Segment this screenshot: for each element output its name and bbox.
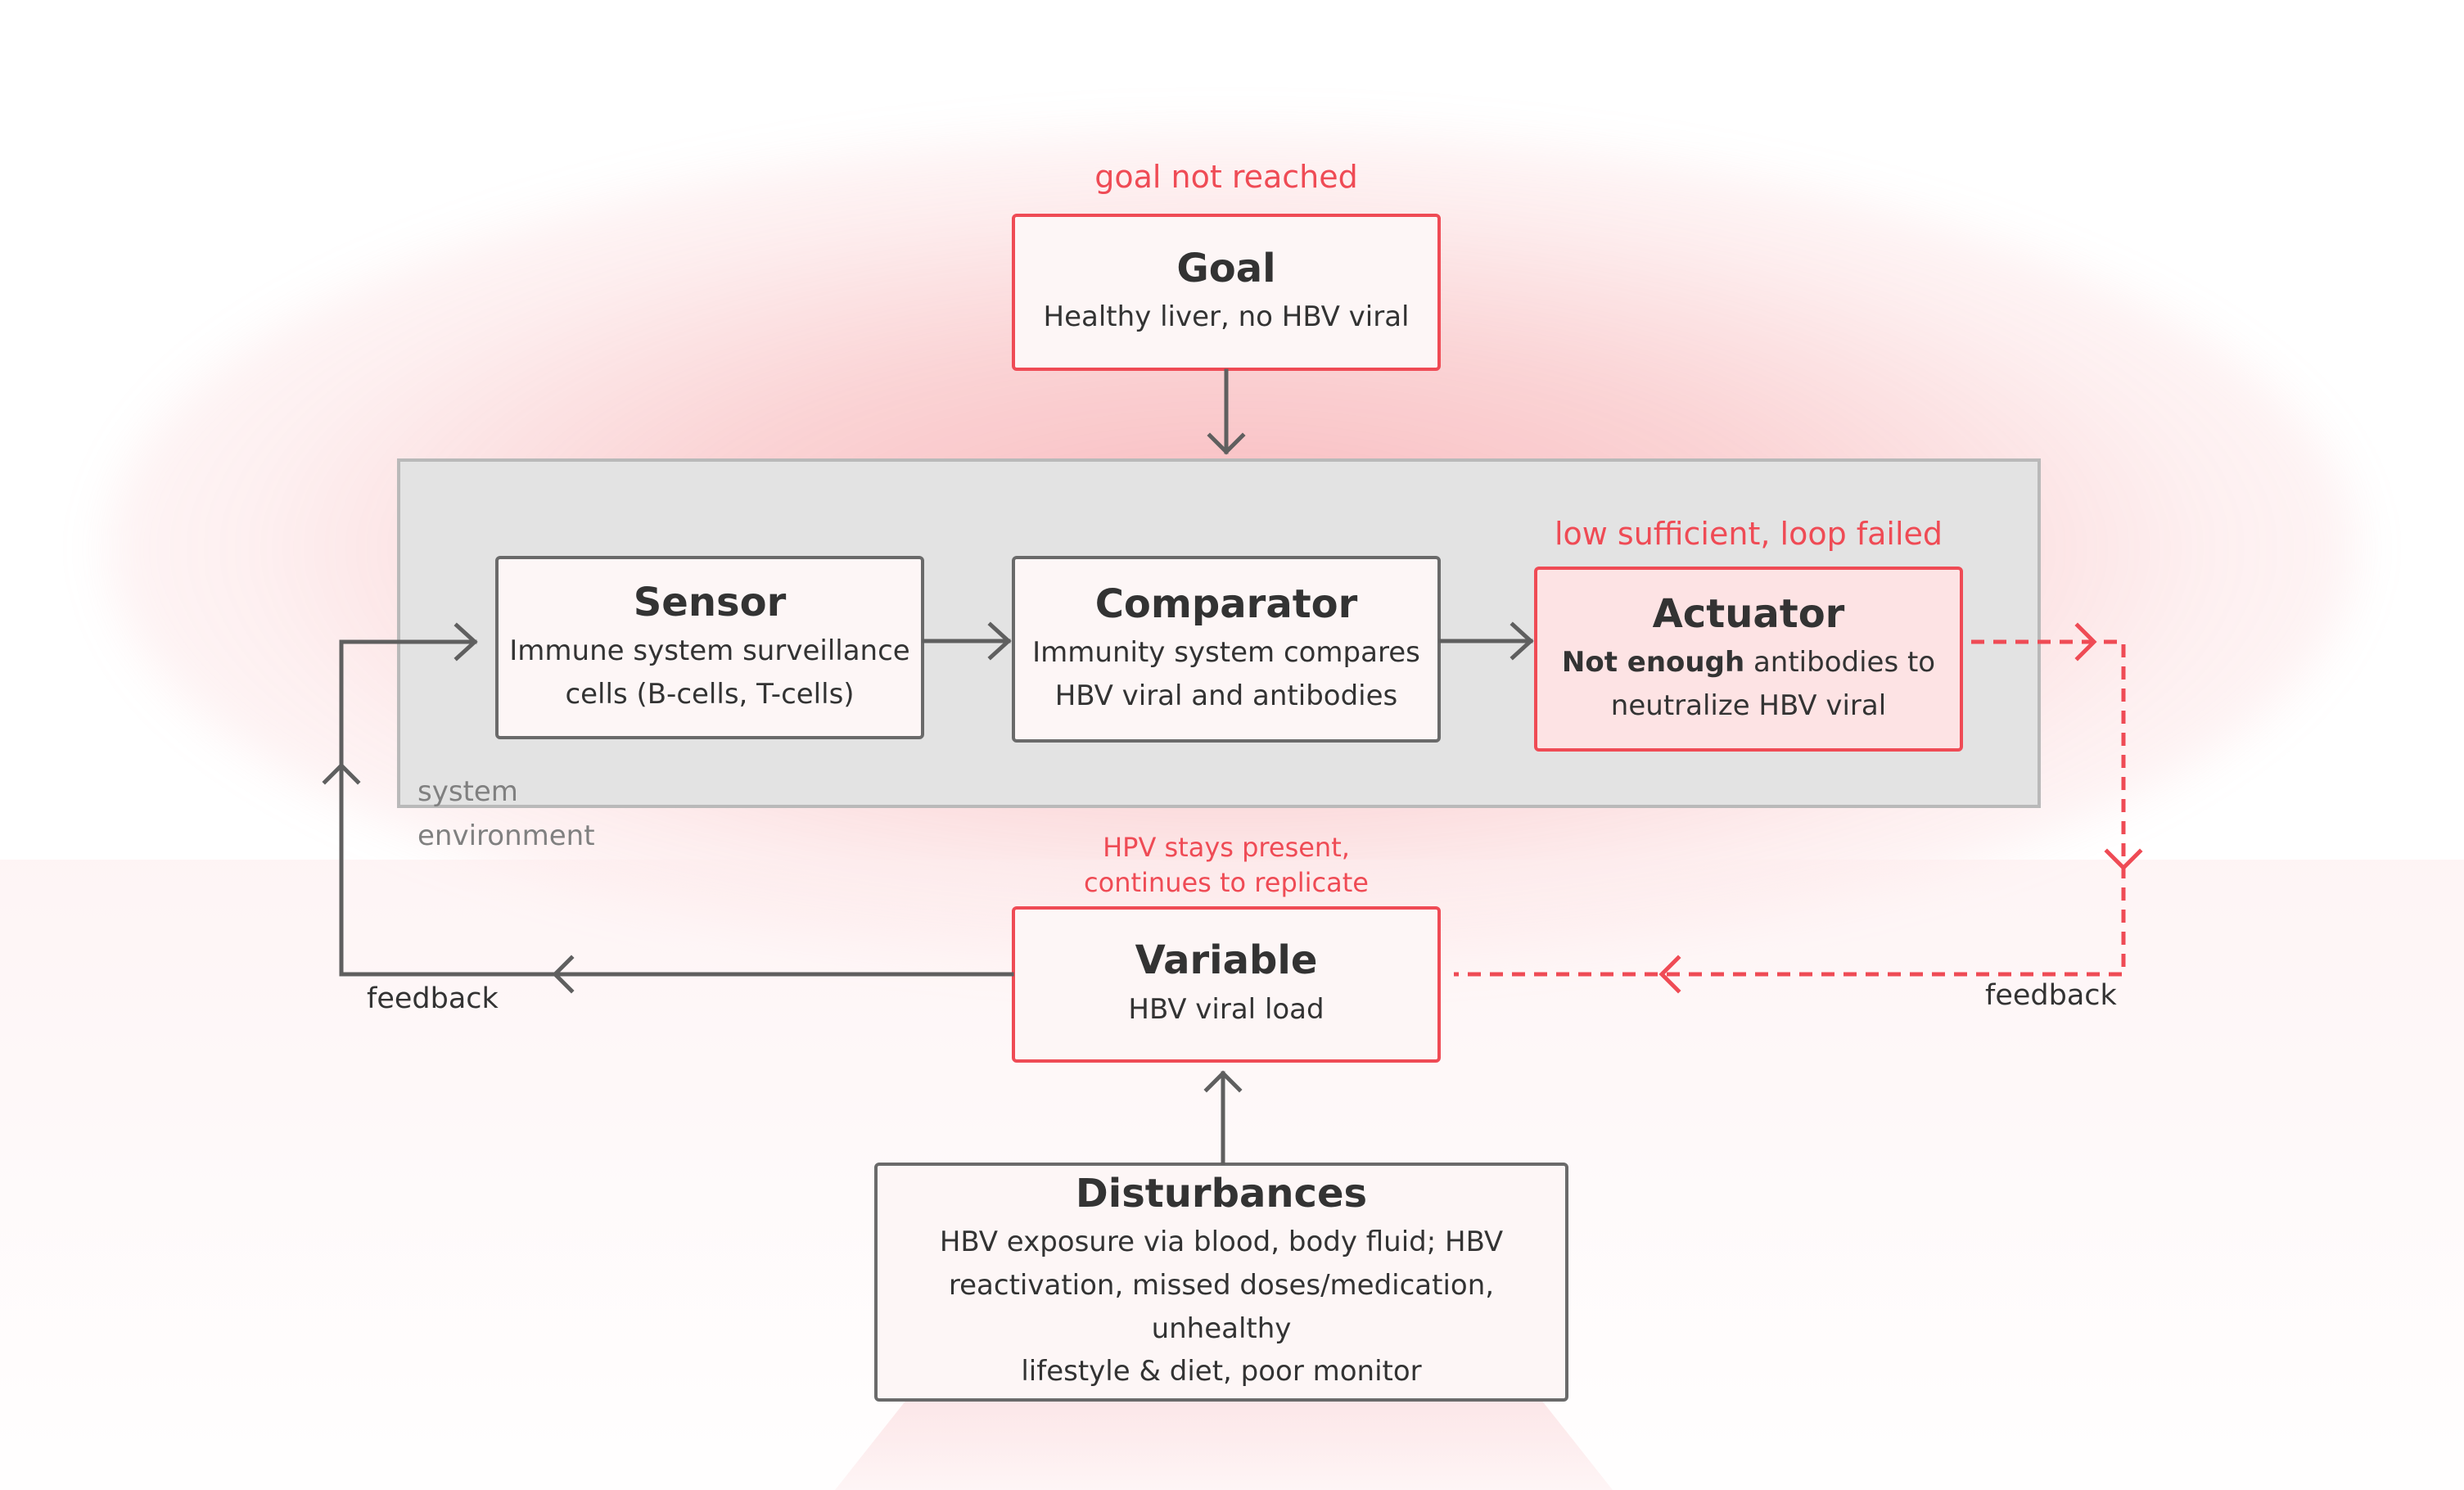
actuator-desc-line1: Not enough antibodies to xyxy=(1562,641,1935,684)
arrowhead-disturbances-to-variable xyxy=(1203,1070,1243,1093)
disturbances-box: Disturbances HBV exposure via blood, bod… xyxy=(874,1163,1568,1402)
environment-label: system environment xyxy=(417,770,595,859)
actuator-desc-line2: neutralize HBV viral xyxy=(1610,689,1887,722)
disturbances-desc: HBV exposure via blood, body fluid; HBV … xyxy=(878,1221,1565,1393)
sensor-desc-line1: Immune system surveillance xyxy=(509,634,910,668)
actuator-status-note: low sufficient, loop failed xyxy=(1554,516,1943,552)
arrowhead-failed-right xyxy=(2074,622,2097,661)
variable-box: Variable HBV viral load xyxy=(1012,906,1441,1063)
comparator-desc-line1: Immunity system compares xyxy=(1032,636,1420,670)
arrowhead-feedback-to-sensor xyxy=(454,622,478,661)
goal-desc: Healthy liver, no HBV viral xyxy=(1043,300,1410,334)
actuator-desc: Not enough antibodies to neutralize HBV … xyxy=(1562,641,1935,727)
arrowhead-comparator-to-actuator xyxy=(1510,621,1534,661)
disturbances-desc-line3: lifestyle & diet, poor monitor xyxy=(1021,1355,1422,1388)
feedback-loop-left xyxy=(339,639,1014,977)
actuator-box: Actuator Not enough antibodies to neutra… xyxy=(1534,567,1963,752)
comparator-desc: Immunity system compares HBV viral and a… xyxy=(1032,631,1420,717)
comparator-box: Comparator Immunity system compares HBV … xyxy=(1012,556,1441,743)
arrowhead-failed-left xyxy=(1658,955,1681,994)
sensor-title: Sensor xyxy=(633,579,787,625)
environment-label-line1: system xyxy=(417,775,518,808)
actuator-title: Actuator xyxy=(1652,590,1845,637)
variable-note-line2: continues to replicate xyxy=(1084,867,1369,899)
arrowhead-feedback-up xyxy=(322,762,361,785)
disturbance-shadow xyxy=(835,1402,1613,1490)
goal-title: Goal xyxy=(1176,245,1276,291)
comparator-desc-line2: HBV viral and antibodies xyxy=(1054,679,1398,712)
arrowhead-failed-down xyxy=(2104,848,2143,871)
variable-title: Variable xyxy=(1135,937,1318,984)
arrowhead-feedback-left xyxy=(552,955,575,994)
variable-desc: HBV viral load xyxy=(1128,992,1325,1026)
actuator-desc-bold: Not enough xyxy=(1561,646,1745,680)
actuator-desc-rest: antibodies to xyxy=(1744,646,1936,680)
disturbances-desc-line2: reactivation, missed doses/medication, u… xyxy=(948,1269,1495,1345)
comparator-title: Comparator xyxy=(1094,580,1358,627)
sensor-box: Sensor Immune system surveillance cells … xyxy=(495,556,924,739)
arrowhead-sensor-to-comparator xyxy=(987,621,1012,661)
feedback-label-right: feedback xyxy=(1985,979,2117,1012)
disturbances-desc-line1: HBV exposure via blood, body fluid; HBV xyxy=(939,1226,1504,1259)
disturbances-title: Disturbances xyxy=(1075,1170,1368,1217)
variable-status-note: HPV stays present, continues to replicat… xyxy=(1012,830,1441,901)
feedback-label-left: feedback xyxy=(367,982,499,1015)
environment-label-line2: environment xyxy=(417,820,595,853)
arrowhead-goal-to-system xyxy=(1207,432,1246,455)
sensor-desc: Immune system surveillance cells (B-cell… xyxy=(509,630,909,716)
goal-status-note: goal not reached xyxy=(1094,159,1358,195)
failed-loop-path xyxy=(1454,639,2126,977)
sensor-desc-line2: cells (B-cells, T-cells) xyxy=(565,677,855,711)
variable-note-line1: HPV stays present, xyxy=(1103,832,1350,863)
